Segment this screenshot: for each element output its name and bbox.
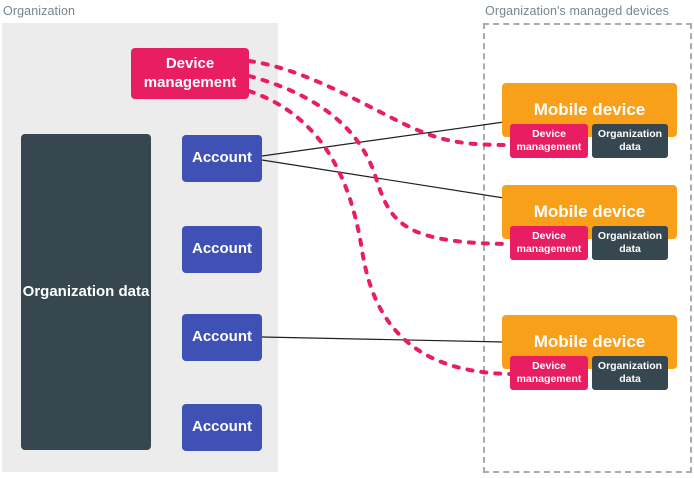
account-box-1: Account xyxy=(182,135,262,182)
mobile-device-group-2: Mobile device Device management Organiza… xyxy=(502,185,677,261)
organization-data-badge: Organization data xyxy=(592,226,668,260)
organization-panel-label: Organization xyxy=(3,4,76,18)
mobile-device-group-1: Mobile device Device management Organiza… xyxy=(502,83,677,159)
mobile-device-group-3: Mobile device Device management Organiza… xyxy=(502,315,677,391)
account-box-3: Account xyxy=(182,314,262,361)
device-management-badge: Device management xyxy=(510,356,588,390)
account1-device2-line xyxy=(261,159,505,199)
account-box-4: Account xyxy=(182,404,262,451)
device-management-badge: Device management xyxy=(510,124,588,158)
account-box-2: Account xyxy=(182,226,262,273)
organization-data-box: Organization data xyxy=(21,134,151,450)
account1-device1-line xyxy=(261,121,505,157)
device-management-badge: Device management xyxy=(510,226,588,260)
account3-device3-line xyxy=(261,336,505,343)
managed-devices-panel-label: Organization's managed devices xyxy=(485,4,669,18)
organization-data-badge: Organization data xyxy=(592,356,668,390)
device-management-box: Device management xyxy=(131,48,249,99)
device-management-dashed-connector-3 xyxy=(247,89,512,376)
mobile-device-box: Mobile device xyxy=(502,315,677,369)
device-management-dashed-connector-2 xyxy=(247,74,512,246)
device-management-dashed-connector-1 xyxy=(247,59,512,147)
organization-data-badge: Organization data xyxy=(592,124,668,158)
